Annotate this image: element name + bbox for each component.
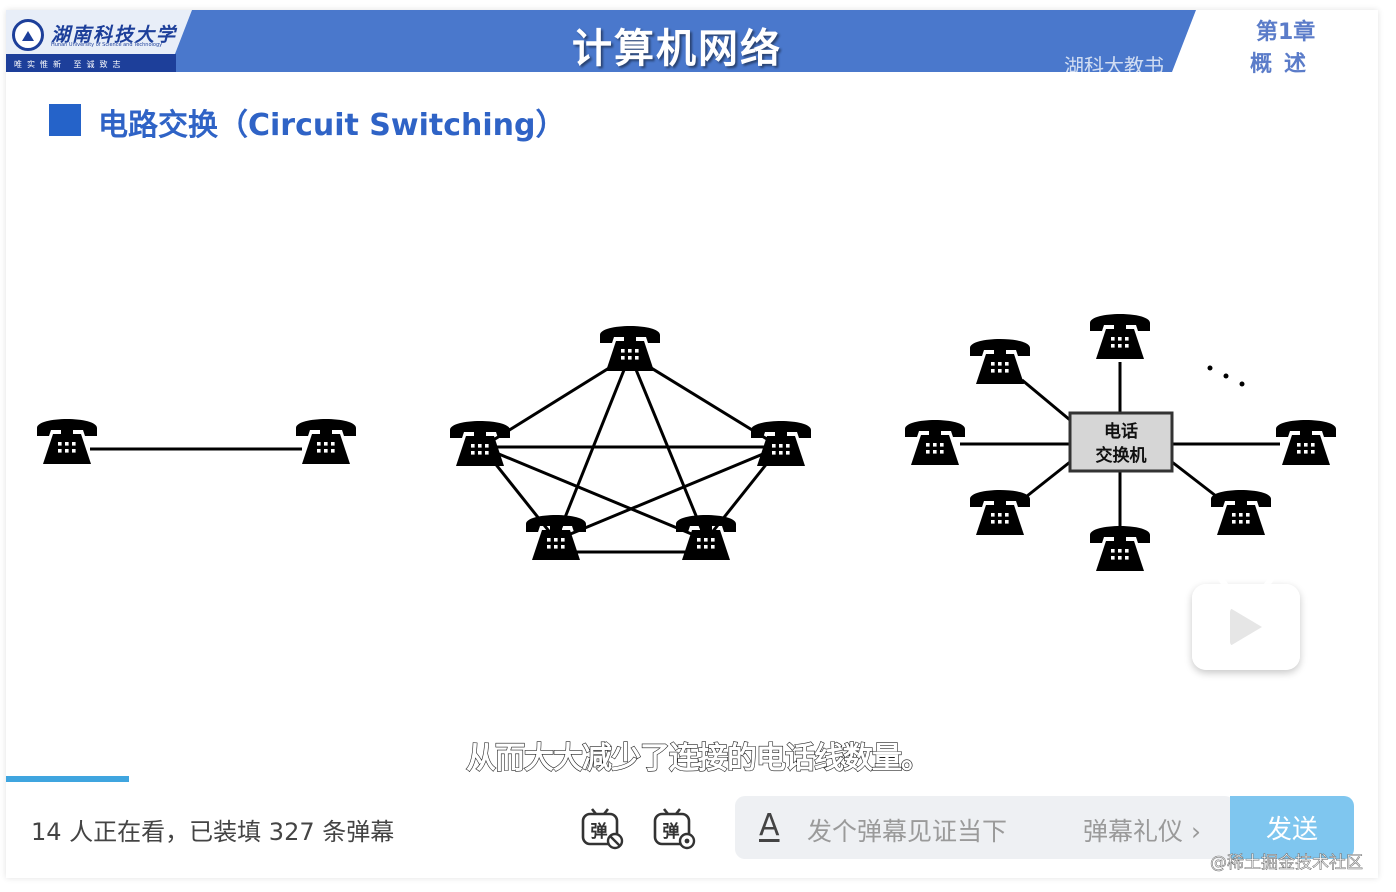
danmaku-etiquette-link[interactable]: 弹幕礼仪 › xyxy=(1083,817,1201,846)
juejin-watermark: @稀土掘金技术社区 xyxy=(1210,853,1364,874)
phone-line xyxy=(1171,460,1217,498)
university-logo: 湖南科技大学 Hunan University of Science and T… xyxy=(6,10,186,72)
banner-watermark: 湖科大教书 xyxy=(1064,54,1164,78)
telephone-icon xyxy=(1090,526,1150,571)
university-name: 湖南科技大学 xyxy=(51,24,178,46)
phone-line xyxy=(481,445,707,542)
video-progress-bar[interactable] xyxy=(6,776,1378,782)
svg-text:弹: 弹 xyxy=(591,821,608,842)
telephone-icon xyxy=(751,421,811,466)
phone-line xyxy=(1021,460,1071,502)
direct-connection-group xyxy=(37,419,356,464)
play-icon xyxy=(1230,608,1262,646)
course-title: 计算机网络 xyxy=(572,26,782,72)
play-button[interactable] xyxy=(1192,568,1300,670)
more-phones-ellipsis xyxy=(1207,365,1245,387)
send-button[interactable]: 发送 xyxy=(1230,796,1354,859)
svg-text:弹: 弹 xyxy=(663,821,680,842)
slide-header-banner: 湖南科技大学 Hunan University of Science and T… xyxy=(6,10,1378,78)
danmaku-input-placeholder[interactable]: 发个弹幕见证当下 xyxy=(807,817,1008,846)
exchange-label-line2: 交换机 xyxy=(1096,445,1147,466)
phone-line xyxy=(555,445,781,542)
university-motto: 唯实惟新 至诚致志 xyxy=(14,60,126,69)
telephone-icon xyxy=(970,490,1030,535)
danmaku-toggle-icon[interactable]: 弹 xyxy=(580,806,624,850)
font-style-icon[interactable]: A xyxy=(759,808,780,843)
exchange-label-line1: 电话 xyxy=(1104,421,1138,442)
telephone-icon xyxy=(905,420,965,465)
telephone-icon xyxy=(37,419,97,464)
banner-background xyxy=(6,10,1196,72)
telephone-icon xyxy=(296,419,356,464)
phone-line xyxy=(1021,378,1071,422)
telephone-icon xyxy=(450,421,510,466)
telephone-exchange-box xyxy=(1068,411,1174,473)
video-progress-fill xyxy=(6,776,130,782)
danmaku-input[interactable]: A 发个弹幕见证当下 弹幕礼仪 › xyxy=(735,796,1235,859)
telephone-icon xyxy=(1090,314,1150,359)
chapter-name: 概述 xyxy=(1250,52,1319,77)
title-bullet-square xyxy=(49,104,81,136)
viewer-count: 14 人正在看，已装填 327 条弹幕 xyxy=(31,818,395,846)
university-emblem-icon xyxy=(12,19,44,51)
video-subtitle: 从而大大减少了连接的电话线数量。 xyxy=(465,740,931,776)
chapter-number: 第1章 xyxy=(1256,20,1316,45)
telephone-icon xyxy=(970,339,1030,384)
slide-title: 电路交换（Circuit Switching） xyxy=(98,108,566,143)
telephone-icon xyxy=(676,515,736,560)
telephone-icon xyxy=(1276,420,1336,465)
university-english-name: Hunan University of Science and Technolo… xyxy=(51,42,163,48)
star-topology-group xyxy=(960,362,1280,528)
danmaku-settings-icon[interactable]: 弹 xyxy=(652,806,696,850)
telephone-icon xyxy=(526,515,586,560)
telephone-icon xyxy=(1211,490,1271,535)
telephone-icon xyxy=(600,326,660,371)
